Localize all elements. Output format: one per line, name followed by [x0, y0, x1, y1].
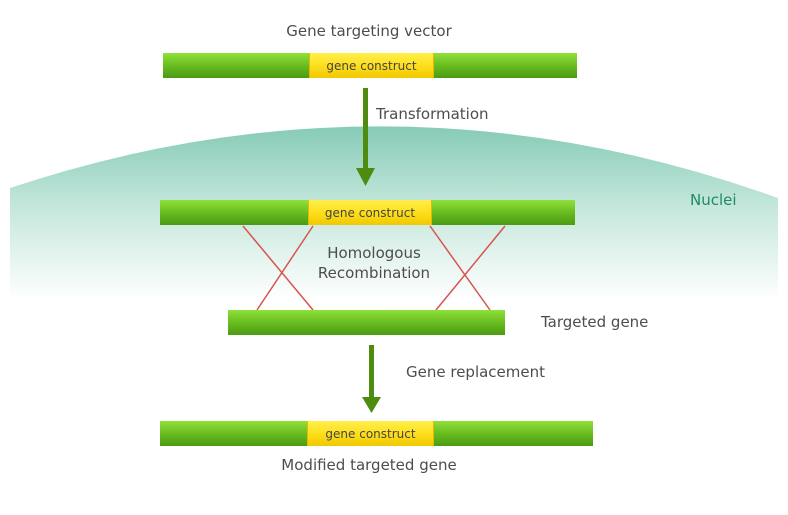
modified-construct: gene construct: [307, 421, 434, 446]
targeted-gene-label: Targeted gene: [541, 313, 649, 331]
recombination-cross-right: [429, 225, 506, 311]
nuclear-vector-construct: gene construct: [308, 200, 432, 225]
transformation-label: Transformation: [376, 105, 489, 123]
recombination-cross-left: [242, 225, 314, 311]
nuclear-vector-dna-bar: gene construct: [160, 200, 575, 225]
vector-label: Gene targeting vector: [286, 22, 452, 40]
replacement-label: Gene replacement: [406, 363, 546, 381]
recombination-label-line1: Homologous: [327, 244, 421, 262]
modified-label: Modified targeted gene: [281, 456, 457, 474]
modified-gene-bar: gene construct: [160, 421, 593, 446]
vector-dna-bar: gene construct: [163, 53, 577, 78]
targeted-gene-bar: [228, 310, 505, 335]
vector-construct: gene construct: [309, 53, 434, 78]
transformation-arrow: [356, 88, 375, 186]
replacement-arrow: [362, 345, 381, 413]
nuclei-label: Nuclei: [690, 191, 737, 209]
recombination-label-line2: Recombination: [317, 264, 431, 282]
